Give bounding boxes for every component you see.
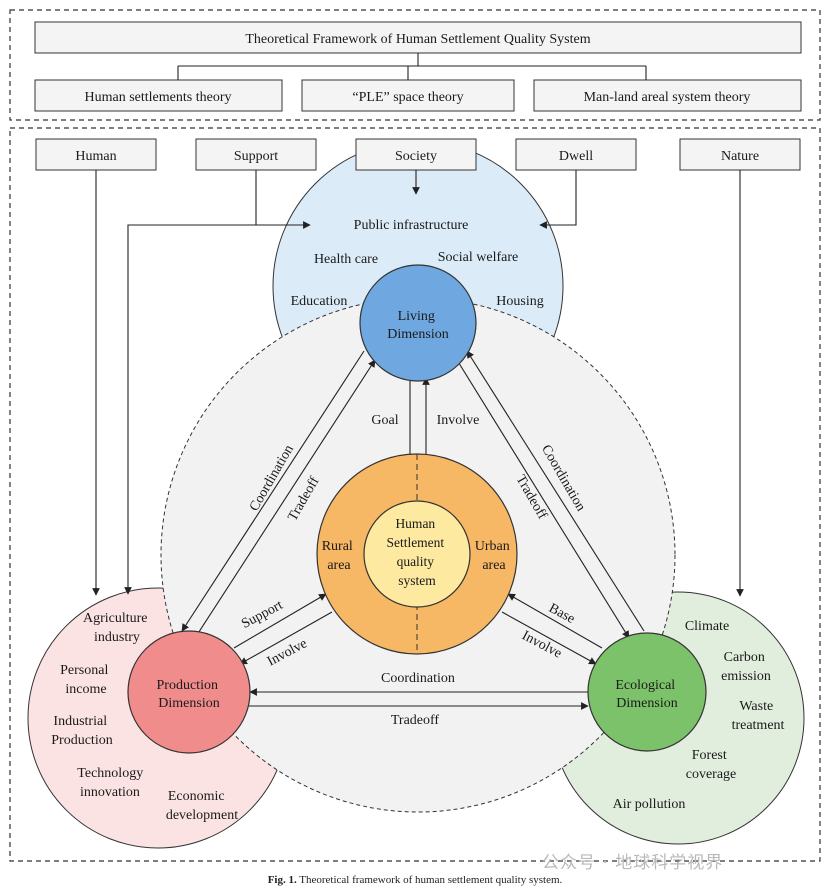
ecological-item-air-pollution: Air pollution bbox=[613, 797, 686, 812]
theory-box-man-land bbox=[533, 79, 802, 112]
support-to-production-arrow bbox=[124, 224, 256, 595]
production-dimension-label: Production Dimension bbox=[157, 678, 222, 711]
production-item-personal-income: Personal income bbox=[60, 663, 112, 697]
figure-caption: Fig. 1. Theoretical framework of human s… bbox=[0, 874, 830, 886]
production-item-economic: Economic development bbox=[166, 789, 238, 823]
living-dimension-circle bbox=[359, 264, 477, 382]
production-living-tradeoff-arrow bbox=[194, 359, 376, 639]
living-item-social-welfare: Social welfare bbox=[438, 250, 518, 265]
core-inner-circle bbox=[363, 500, 471, 608]
input-label-human: Human bbox=[75, 149, 116, 164]
theory-label-human-settlements: Human settlements theory bbox=[85, 90, 232, 105]
ecological-item-carbon: Carbon emission bbox=[721, 650, 771, 684]
core-to-ecological-involve-arrow bbox=[501, 611, 597, 665]
input-box-society bbox=[355, 138, 477, 171]
input-box-support bbox=[195, 138, 317, 171]
system-frame bbox=[9, 127, 821, 862]
theory-label-man-land: Man-land areal system theory bbox=[584, 90, 751, 105]
living-item-education: Education bbox=[291, 294, 348, 309]
input-label-society: Society bbox=[395, 149, 437, 164]
caption-label: Fig. 1. bbox=[267, 874, 297, 886]
input-box-dwell bbox=[515, 138, 637, 171]
living-production-coordination-arrow bbox=[181, 350, 365, 632]
theory-frame bbox=[9, 9, 821, 121]
ecological-dimension-circle bbox=[587, 632, 707, 752]
theory-connector bbox=[177, 53, 647, 80]
core-system-label: Human Settlement quality system bbox=[386, 516, 447, 588]
relation-tradeoff-bottom-label: Tradeoff bbox=[391, 713, 440, 728]
ecological-to-core-base-arrow bbox=[507, 593, 603, 649]
ecological-dimension-label: Ecological Dimension bbox=[615, 678, 678, 711]
ecological-item-waste: Waste treatment bbox=[732, 699, 785, 733]
production-item-agriculture: Agriculture industry bbox=[83, 611, 151, 645]
theory-label-ple: “PLE” space theory bbox=[352, 90, 463, 105]
framework-title: Theoretical Framework of Human Settlemen… bbox=[245, 32, 590, 47]
ecological-living-tradeoff-arrow bbox=[456, 359, 630, 639]
ecological-item-climate: Climate bbox=[685, 619, 729, 634]
core-to-production-involve-arrow bbox=[239, 611, 333, 665]
relation-involve-living-label: Involve bbox=[437, 413, 480, 428]
input-label-support: Support bbox=[234, 149, 278, 164]
production-dimension-circle bbox=[127, 630, 251, 754]
production-to-core-support-arrow bbox=[233, 593, 327, 649]
input-label-dwell: Dwell bbox=[559, 149, 593, 164]
input-box-human bbox=[35, 138, 157, 171]
ecological-item-forest: Forest coverage bbox=[686, 748, 737, 782]
production-item-industrial: Industrial Production bbox=[51, 714, 112, 748]
living-item-health-care: Health care bbox=[314, 252, 378, 267]
watermark: 公众号 · 地球科学视界 bbox=[542, 853, 724, 873]
rural-area-label: Rural area bbox=[322, 539, 357, 573]
production-item-technology: Technology innovation bbox=[77, 766, 146, 800]
living-dimension-label: Living Dimension bbox=[387, 309, 448, 342]
relation-coordination-bottom-label: Coordination bbox=[381, 671, 455, 686]
input-label-nature: Nature bbox=[721, 149, 759, 164]
caption-text: Theoretical framework of human settlemen… bbox=[299, 874, 563, 886]
living-item-housing: Housing bbox=[496, 294, 543, 309]
theory-box-human-settlements bbox=[34, 79, 283, 112]
theory-box-ple bbox=[301, 79, 515, 112]
living-item-public-infrastructure: Public infrastructure bbox=[354, 218, 469, 233]
dwell-to-living-arrow bbox=[539, 170, 577, 229]
living-ecological-coordination-arrow bbox=[466, 350, 645, 632]
input-box-nature bbox=[679, 138, 801, 171]
urban-area-label: Urban area bbox=[475, 539, 514, 573]
relation-goal-label: Goal bbox=[371, 413, 398, 428]
